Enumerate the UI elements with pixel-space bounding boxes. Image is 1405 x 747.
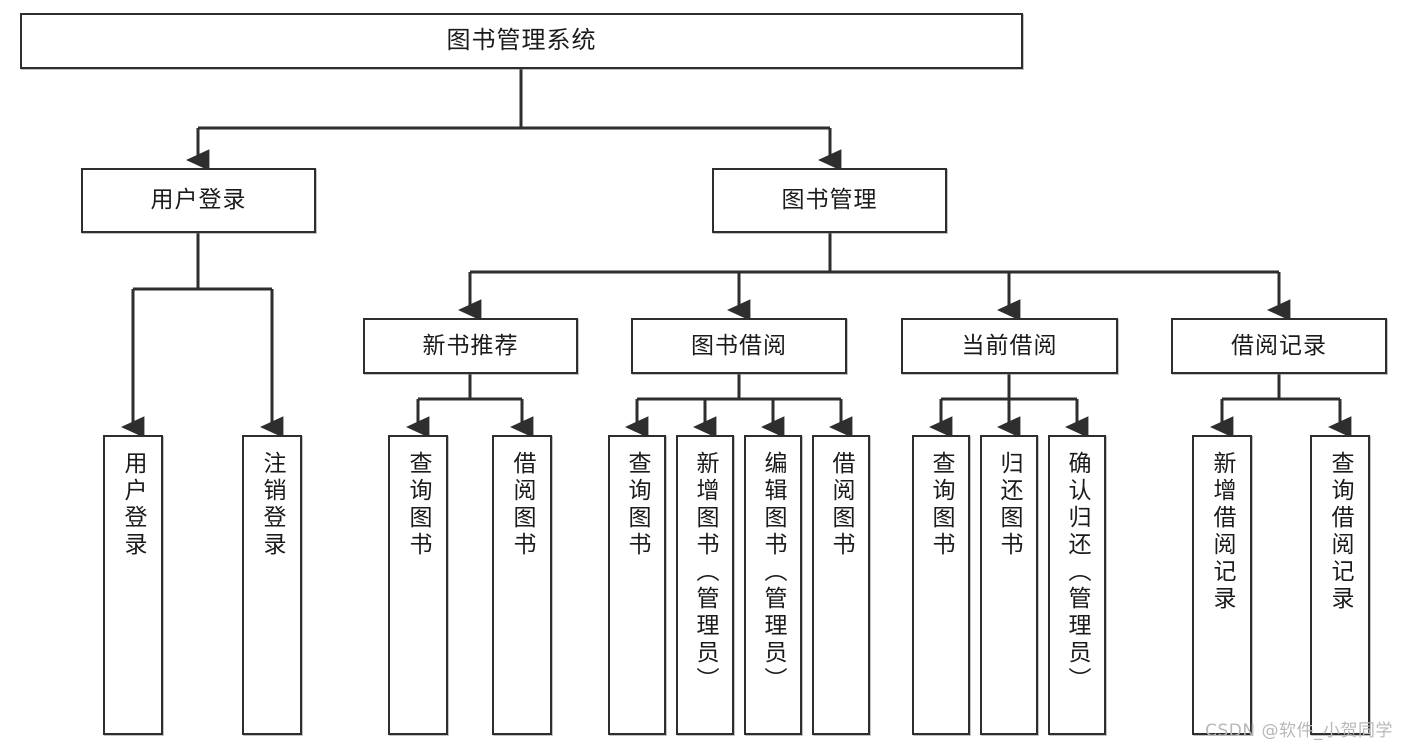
node-label: 新书推荐 — [422, 332, 519, 359]
node-query-book-recommend[interactable]: 查询图书 — [388, 435, 448, 735]
node-new-book-recommend[interactable]: 新书推荐 — [363, 318, 578, 374]
node-query-book-current[interactable]: 查询图书 — [912, 435, 970, 735]
node-label: 查询图书 — [928, 451, 955, 559]
node-user-logout-action[interactable]: 注销登录 — [242, 435, 302, 735]
node-label: 借阅图书 — [828, 451, 855, 559]
node-add-book-admin[interactable]: 新增图书（管理员） — [676, 435, 734, 735]
node-label: 借阅图书 — [509, 451, 536, 559]
node-label: 图书管理 — [781, 187, 878, 214]
node-borrow-book-action[interactable]: 借阅图书 — [812, 435, 870, 735]
node-borrow-record[interactable]: 借阅记录 — [1171, 318, 1387, 374]
node-query-book-borrow[interactable]: 查询图书 — [608, 435, 666, 735]
node-label: 当前借阅 — [961, 332, 1058, 359]
node-confirm-return-admin[interactable]: 确认归还（管理员） — [1048, 435, 1106, 735]
node-label: 编辑图书（管理员） — [760, 451, 787, 694]
node-label: 新增借阅记录 — [1209, 451, 1236, 613]
node-label: 查询图书 — [405, 451, 432, 559]
node-book-borrow[interactable]: 图书借阅 — [631, 318, 847, 374]
node-user-login-action[interactable]: 用户登录 — [103, 435, 163, 735]
node-label: 归还图书 — [996, 451, 1023, 559]
node-borrow-book-recommend[interactable]: 借阅图书 — [492, 435, 552, 735]
node-query-borrow-record[interactable]: 查询借阅记录 — [1310, 435, 1370, 735]
node-label: 借阅记录 — [1231, 332, 1327, 359]
node-label: 注销登录 — [259, 451, 286, 559]
node-book-management[interactable]: 图书管理 — [712, 168, 947, 233]
node-user-login[interactable]: 用户登录 — [81, 168, 316, 233]
node-label: 用户登录 — [120, 451, 147, 559]
node-add-borrow-record[interactable]: 新增借阅记录 — [1192, 435, 1252, 735]
node-label: 确认归还（管理员） — [1064, 451, 1091, 694]
node-system-root[interactable]: 图书管理系统 — [20, 13, 1023, 69]
node-label: 图书管理系统 — [446, 26, 597, 55]
node-edit-book-admin[interactable]: 编辑图书（管理员） — [744, 435, 802, 735]
node-current-borrow[interactable]: 当前借阅 — [901, 318, 1118, 374]
node-return-book[interactable]: 归还图书 — [980, 435, 1038, 735]
node-label: 图书借阅 — [691, 332, 787, 359]
node-label: 查询图书 — [624, 451, 651, 559]
node-label: 查询借阅记录 — [1327, 451, 1354, 613]
node-label: 用户登录 — [150, 187, 247, 214]
node-label: 新增图书（管理员） — [692, 451, 719, 694]
